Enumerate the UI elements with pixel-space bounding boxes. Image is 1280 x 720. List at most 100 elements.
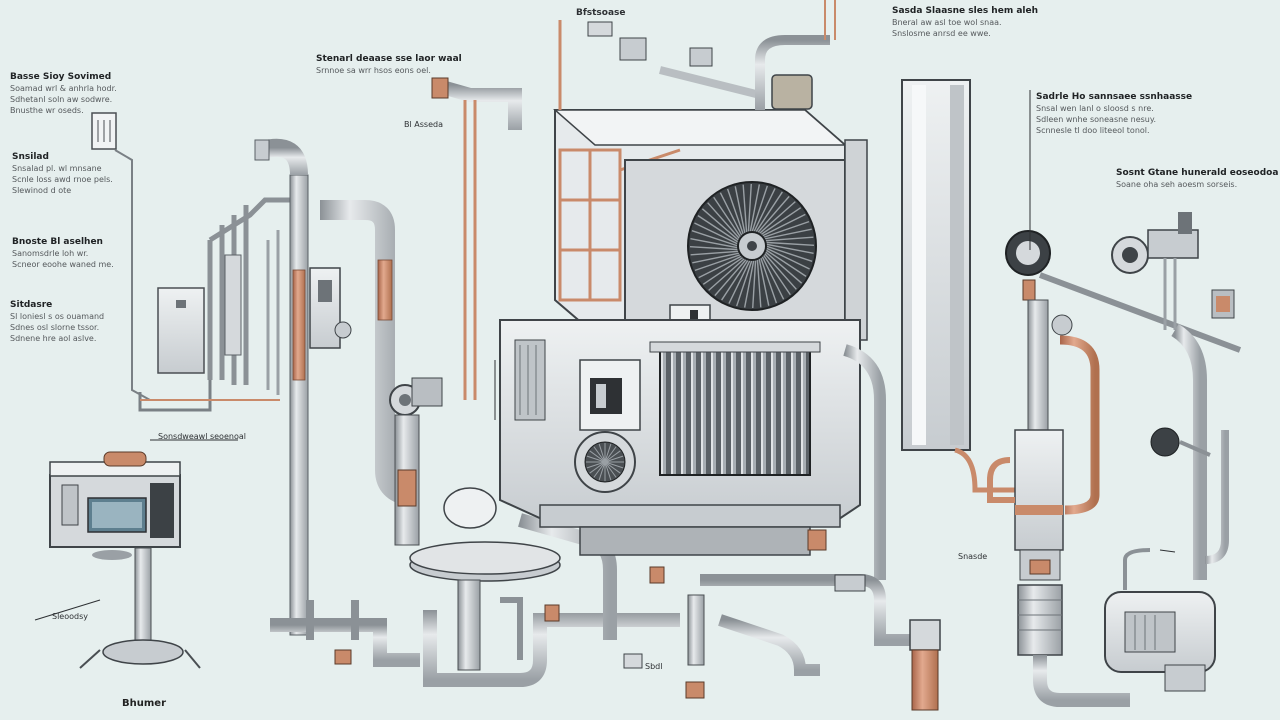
callout-line: Slewinod d ote xyxy=(12,186,72,195)
right-pump-assembly xyxy=(987,90,1242,707)
blower-spoke xyxy=(589,450,606,463)
blower-spoke xyxy=(589,461,606,474)
fan-blade xyxy=(694,222,739,245)
sensor-box xyxy=(91,112,117,150)
blower-spoke xyxy=(604,443,612,463)
fan-blade xyxy=(707,202,741,240)
fan-blade xyxy=(747,183,752,233)
fan-blade xyxy=(758,201,796,235)
callout-line: Sdleen wnhe soneasne nesuy. xyxy=(1036,115,1157,124)
fan-blade xyxy=(690,250,740,256)
fan-blade xyxy=(749,184,761,233)
callout-heading: Sasda Slaasne sles hem aleh xyxy=(892,6,1039,16)
fan-blade xyxy=(689,246,739,251)
fan-blade xyxy=(756,195,790,234)
fan-blade xyxy=(755,191,783,233)
blower-spoke xyxy=(598,443,606,463)
callout-line: Bnusthe wr oseds. xyxy=(10,106,84,115)
callout-heading: Stenarl deaase sse laor waal xyxy=(316,54,462,64)
fan-blade xyxy=(743,259,755,308)
callout-heading: Bnoste Bl aselhen xyxy=(12,237,103,247)
fan-blade xyxy=(765,249,807,277)
blower-spoke xyxy=(604,461,617,478)
main-air-handler-unit xyxy=(499,0,868,556)
fan-blade xyxy=(765,245,813,263)
fan-blade xyxy=(762,254,791,296)
callout-line: Snsalad pl. wl mnsane xyxy=(12,164,102,173)
blower-spoke xyxy=(586,461,606,469)
blower-spoke xyxy=(604,450,621,463)
bottom-left-tag: Sleoodsy xyxy=(52,612,88,621)
blower-spoke xyxy=(593,461,606,478)
fan-blade xyxy=(756,258,762,308)
bottom-left-name: Bhumer xyxy=(122,698,166,709)
fan-blade xyxy=(726,188,745,236)
fan-blade xyxy=(752,259,757,309)
blower-spoke xyxy=(604,446,617,463)
fan-blade xyxy=(708,257,746,291)
callout-mid-left-c: Sitdasre Sl loniesl s os ouamand Sdnes o… xyxy=(10,300,104,344)
callout-heading: Basse Sioy Sovimed xyxy=(10,72,112,82)
fan-blade xyxy=(692,252,741,264)
fan-blade xyxy=(758,257,770,306)
callout-line: Sdnene hre aol aslve. xyxy=(10,334,97,343)
fan-blade xyxy=(751,185,769,233)
blower-spoke xyxy=(593,446,606,463)
callout-right-b: Sosnt Gtane hunerald eoseodoa Soane oha … xyxy=(1116,168,1278,190)
fan-blade xyxy=(765,243,814,255)
fan-blade xyxy=(698,255,743,279)
fan-blade xyxy=(735,259,753,307)
fan-blade xyxy=(763,228,812,240)
intake-grille xyxy=(659,349,811,476)
fan-blade xyxy=(734,186,746,235)
fan-blade xyxy=(762,220,810,239)
fan-blade xyxy=(759,256,778,304)
fan-blade xyxy=(694,253,742,272)
callout-line: Soamad wrl & anhrla hodr. xyxy=(10,84,117,93)
callout-line: Sl loniesl s os ouamand xyxy=(10,312,105,321)
blower-spoke xyxy=(604,461,624,469)
callout-line: Sanomsdrle loh wr. xyxy=(12,249,89,258)
blower-spoke xyxy=(586,455,606,463)
fan-blade xyxy=(690,237,739,249)
left-control-unit xyxy=(34,112,300,669)
callout-line: Scneor eoohe waned me. xyxy=(12,260,114,269)
callout-heading: Snsilad xyxy=(12,152,49,162)
right-mid-tag: Snasde xyxy=(958,552,988,561)
fan-blade xyxy=(713,196,742,238)
fan-blade xyxy=(765,247,810,270)
callout-heading: Sosnt Gtane hunerald eoseodoa xyxy=(1116,168,1279,178)
valve-tag: Bl Asseda xyxy=(404,120,443,129)
callout-line: Sdnes osl slorne tssor. xyxy=(10,323,100,332)
fan-blade xyxy=(714,258,748,297)
callout-line: Scnle loss awd rnoe pels. xyxy=(12,175,113,184)
callout-top-left-a: Basse Sioy Sovimed Soamad wrl & anhrla h… xyxy=(10,72,117,116)
callout-line: Snsal wen lanl o sloosd s nre. xyxy=(1036,104,1154,113)
fan-blade xyxy=(765,241,815,246)
callout-line: Bneral aw asl toe wol snaa. xyxy=(892,18,1002,27)
callout-mid-left-a: Snsilad Snsalad pl. wl mnsane Scnle loss… xyxy=(12,152,113,196)
callout-heading: Sitdasre xyxy=(10,300,53,310)
fan-blade xyxy=(691,229,739,247)
fan-blade xyxy=(701,208,740,242)
blower-spoke xyxy=(604,455,624,463)
callout-top-center-a: Stenarl deaase sse laor waal Srnnoe sa w… xyxy=(316,54,462,76)
callout-line: Scnnesle tl doo liteeol tonol. xyxy=(1036,126,1150,135)
callout-line: Soane oha seh aoesm sorseis. xyxy=(1116,180,1238,189)
fan-blade xyxy=(721,259,749,301)
vertical-duct-column xyxy=(901,79,1020,711)
center-right-pipes xyxy=(544,40,930,699)
fan-blade xyxy=(753,188,776,233)
blower-spoke xyxy=(598,461,606,481)
callout-right-a: Sadrle Ho sannsaee ssnhaasse Snsal wen l… xyxy=(1036,92,1192,136)
callout-line: Sdhetanl soln aw sodwre. xyxy=(10,95,113,104)
callout-line: Srnnoe sa wrr hsos eons oel. xyxy=(316,66,431,75)
fan-blade xyxy=(763,252,797,290)
control-tag: Sonsdweawl seoenoal xyxy=(158,432,246,441)
fan-blade xyxy=(761,213,806,237)
fan-blade xyxy=(728,259,751,304)
fan-blade xyxy=(702,256,744,285)
bottom-center-tag: Sbdl xyxy=(645,662,663,671)
